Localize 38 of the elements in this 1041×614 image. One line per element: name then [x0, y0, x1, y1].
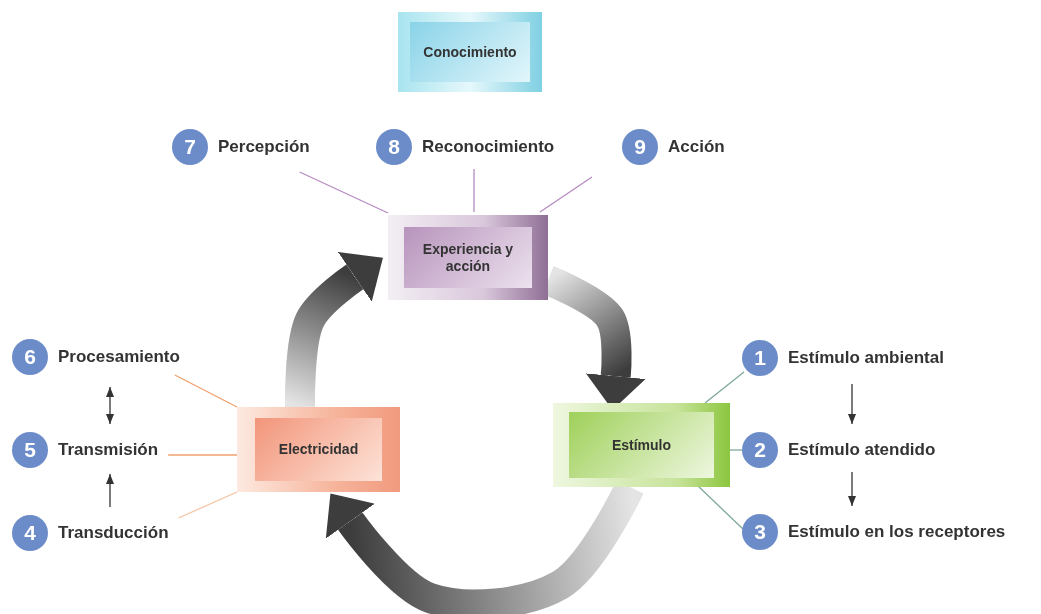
step-label: Estímulo ambiental [788, 348, 944, 368]
step-number: 3 [742, 514, 778, 550]
connector-line [299, 171, 389, 214]
step-label: Estímulo en los receptores [788, 522, 1006, 542]
step-number: 9 [622, 129, 658, 165]
connector-line [704, 371, 745, 404]
arrow [848, 471, 856, 507]
arrow [106, 386, 114, 425]
process-box [398, 12, 542, 92]
step-label: Transmisión [58, 440, 159, 460]
step-number: 5 [12, 432, 48, 468]
arrow [848, 383, 856, 425]
connector-line [473, 168, 475, 213]
connector-line [539, 176, 593, 213]
step-number: 6 [12, 339, 48, 375]
connector-line [729, 449, 743, 451]
box-label: Estímulo [569, 412, 714, 478]
step-label: Estímulo atendido [788, 440, 936, 460]
step-label: Percepción [218, 137, 310, 157]
step-number: 2 [742, 432, 778, 468]
process-box [553, 403, 730, 487]
step-label: Acción [668, 137, 725, 157]
step-label: Procesamiento [58, 347, 180, 367]
box-label: Electricidad [255, 418, 382, 481]
process-box [388, 215, 548, 300]
step-number: 4 [12, 515, 48, 551]
step-number: 1 [742, 340, 778, 376]
step-label: Reconocimiento [422, 137, 555, 157]
step-label: Transducción [58, 523, 169, 543]
connector-line [167, 454, 238, 456]
connector-line [174, 374, 238, 408]
connector-line [177, 491, 238, 519]
process-box [237, 407, 400, 492]
box-label: Experiencia y acción [404, 227, 532, 288]
step-number: 8 [376, 129, 412, 165]
step-number: 7 [172, 129, 208, 165]
box-label: Conocimiento [410, 22, 530, 82]
arrow [106, 473, 114, 508]
